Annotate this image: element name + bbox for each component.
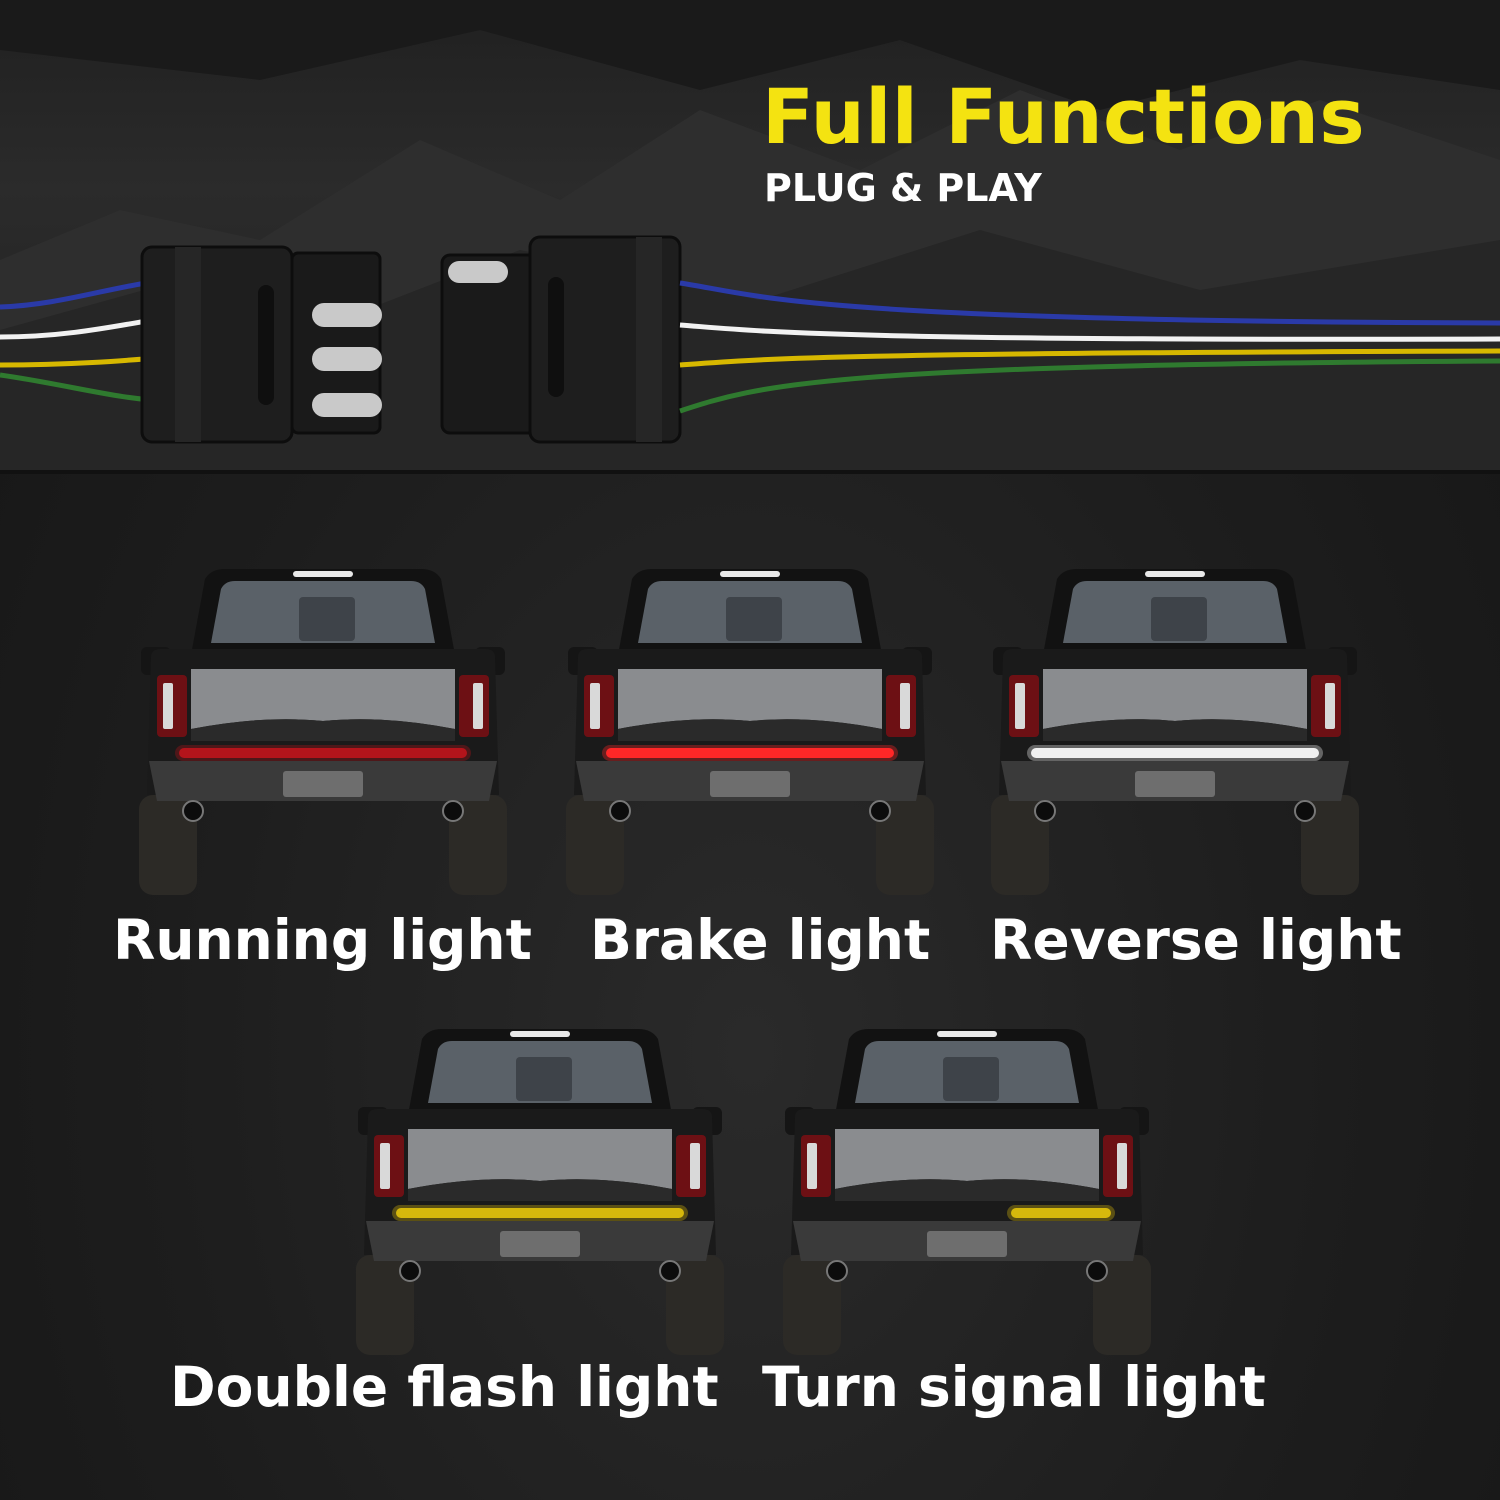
truck-rear-view — [356, 1029, 724, 1355]
tailgate-light-bar — [1031, 748, 1319, 758]
sliding-window — [1151, 597, 1207, 641]
truck-brake-light — [560, 565, 940, 905]
left-tire — [566, 795, 624, 895]
pin-1 — [312, 303, 382, 327]
left-tail-light-lens — [163, 683, 173, 729]
tailgate-lower — [618, 719, 882, 741]
third-brake-light — [510, 1031, 570, 1037]
four-pin-connector-illustration — [0, 235, 1500, 444]
male-connector — [140, 245, 382, 444]
right-exhaust — [442, 800, 464, 822]
left-tail-light-lens — [807, 1143, 817, 1189]
third-brake-light — [293, 571, 353, 577]
left-tire — [139, 795, 197, 895]
right-tail-light-lens — [900, 683, 910, 729]
license-plate — [1135, 771, 1215, 797]
caption-running-light: Running light — [113, 908, 532, 972]
license-plate — [500, 1231, 580, 1257]
page-title: Full Functions — [762, 72, 1366, 161]
tailgate-light-bar — [1011, 1208, 1111, 1218]
left-exhaust — [1034, 800, 1056, 822]
left-exhaust — [609, 800, 631, 822]
caption-double-flash-light: Double flash light — [170, 1355, 719, 1419]
truck-reverse-light — [985, 565, 1365, 905]
right-tire — [1301, 795, 1359, 895]
tailgate-panel — [618, 669, 882, 729]
pin-2 — [312, 347, 382, 371]
truck-double-flash-light — [350, 1025, 730, 1365]
wire-blue-left — [0, 278, 161, 310]
pin-4 — [448, 261, 508, 283]
truck-turn-signal-light — [777, 1025, 1157, 1365]
right-exhaust — [1294, 800, 1316, 822]
right-tail-light-lens — [690, 1143, 700, 1189]
tailgate-lower — [835, 1179, 1099, 1201]
license-plate — [710, 771, 790, 797]
tailgate-lower — [408, 1179, 672, 1201]
wire-white-right — [679, 322, 1500, 342]
truck-rear-view — [783, 1029, 1151, 1355]
caption-reverse-light: Reverse light — [990, 908, 1402, 972]
sliding-window — [726, 597, 782, 641]
third-brake-light — [720, 571, 780, 577]
right-wire-bundle — [679, 280, 1500, 414]
sliding-window — [299, 597, 355, 641]
right-tire — [876, 795, 934, 895]
caption-turn-signal-light: Turn signal light — [762, 1355, 1266, 1419]
tailgate-panel — [1043, 669, 1307, 729]
wire-green-right — [679, 358, 1500, 414]
truck-rear-view — [139, 569, 507, 895]
license-plate — [283, 771, 363, 797]
wire-yellow-right — [679, 348, 1500, 368]
left-exhaust — [399, 1260, 421, 1282]
third-brake-light — [937, 1031, 997, 1037]
left-tire — [356, 1255, 414, 1355]
wire-blue-right — [679, 280, 1500, 326]
tailgate-light-bar — [396, 1208, 684, 1218]
tailgate-lower — [1043, 719, 1307, 741]
pin-3 — [312, 393, 382, 417]
truck-rear-view — [991, 569, 1359, 895]
tailgate-light-bar — [606, 748, 894, 758]
left-exhaust — [826, 1260, 848, 1282]
right-tail-light-lens — [473, 683, 483, 729]
tailgate-panel — [835, 1129, 1099, 1189]
left-tail-light-lens — [1015, 683, 1025, 729]
right-tail-light-lens — [1117, 1143, 1127, 1189]
left-tail-light-lens — [590, 683, 600, 729]
sliding-window — [516, 1057, 572, 1101]
right-tire — [1093, 1255, 1151, 1355]
third-brake-light — [1145, 571, 1205, 577]
sliding-window — [943, 1057, 999, 1101]
right-tire — [666, 1255, 724, 1355]
caption-brake-light: Brake light — [590, 908, 931, 972]
tailgate-lower — [191, 719, 455, 741]
left-exhaust — [182, 800, 204, 822]
right-exhaust — [869, 800, 891, 822]
left-tire — [783, 1255, 841, 1355]
tailgate-light-bar — [179, 748, 467, 758]
right-tail-light-lens — [1325, 683, 1335, 729]
right-tire — [449, 795, 507, 895]
tailgate-panel — [191, 669, 455, 729]
truck-running-light — [133, 565, 513, 905]
license-plate — [927, 1231, 1007, 1257]
truck-rear-view — [566, 569, 934, 895]
female-connector — [440, 235, 682, 444]
page-subtitle: PLUG & PLAY — [764, 166, 1042, 210]
left-tire — [991, 795, 1049, 895]
section-divider — [0, 470, 1500, 474]
right-exhaust — [1086, 1260, 1108, 1282]
tailgate-panel — [408, 1129, 672, 1189]
left-tail-light-lens — [380, 1143, 390, 1189]
right-exhaust — [659, 1260, 681, 1282]
